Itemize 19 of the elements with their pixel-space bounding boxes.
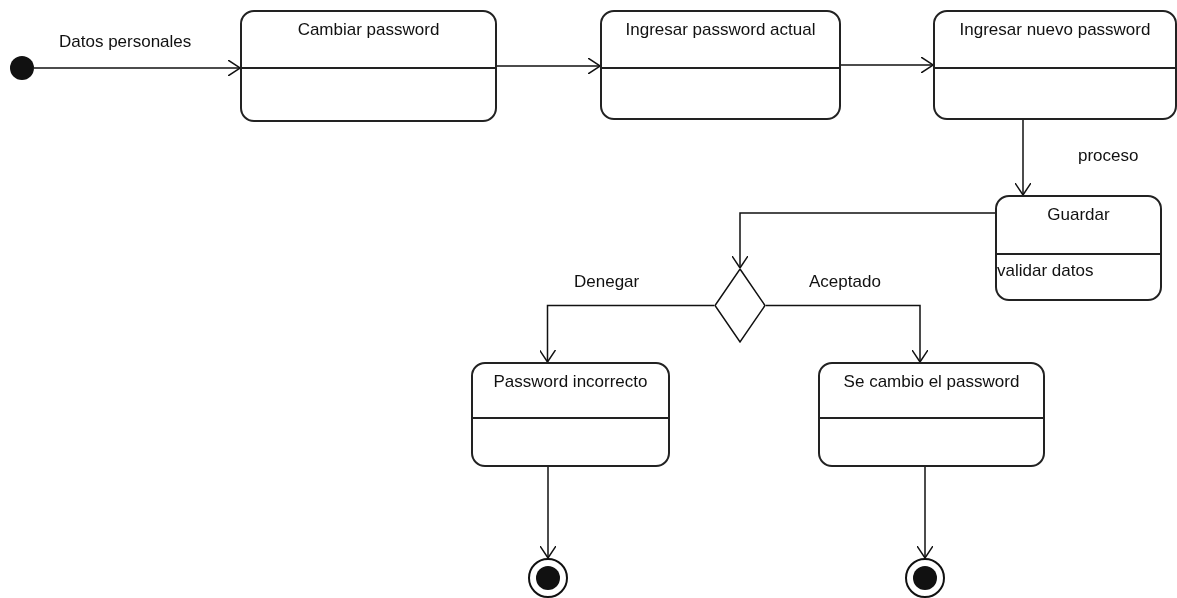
edge-label: Aceptado bbox=[808, 272, 882, 292]
arrow bbox=[538, 304, 715, 363]
arrow bbox=[1014, 119, 1032, 196]
state-title: Cambiar password bbox=[297, 20, 440, 40]
arrow bbox=[840, 56, 934, 74]
arrow bbox=[731, 212, 996, 269]
edge-label: Denegar bbox=[573, 272, 641, 292]
edge-label: Datos personales bbox=[58, 32, 193, 52]
state-title: Ingresar password actual bbox=[625, 20, 816, 40]
state-title: Ingresar nuevo password bbox=[959, 20, 1151, 40]
state-title: Guardar bbox=[1047, 205, 1110, 225]
arrow bbox=[765, 304, 929, 363]
state-title: Password incorrecto bbox=[493, 372, 648, 392]
state-body-text: validar datos bbox=[997, 260, 1095, 281]
arrow bbox=[916, 466, 934, 559]
state-title: Se cambio el password bbox=[843, 372, 1020, 392]
arrow bbox=[539, 466, 557, 559]
arrow bbox=[33, 59, 241, 77]
arrow bbox=[496, 57, 601, 75]
